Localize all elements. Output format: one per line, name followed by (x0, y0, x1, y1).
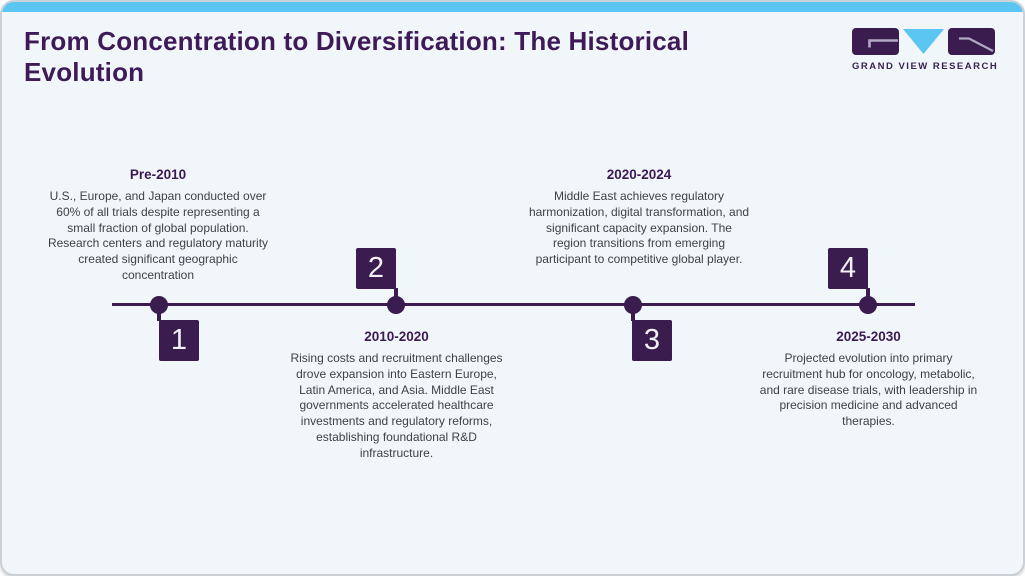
timeline-line (112, 303, 915, 306)
milestone-1-dot (150, 296, 168, 314)
milestone-4-dot (859, 296, 877, 314)
milestone-1-description: U.S., Europe, and Japan conducted over 6… (47, 189, 269, 282)
brand-logo-text: GRAND VIEW RESEARCH (852, 61, 999, 72)
milestone-1-number-badge: 1 (159, 320, 199, 361)
milestone-1-period: Pre-2010 (129, 167, 187, 182)
brand-logo: GRAND VIEW RESEARCH (852, 28, 999, 72)
milestone-3-textblock: 2020-2024 Middle East achieves regulator… (528, 167, 750, 268)
milestone-2-number-badge: 2 (356, 248, 396, 289)
milestone-4-period: 2025-2030 (836, 329, 901, 344)
milestone-2-dot (387, 296, 405, 314)
gvr-logo-icon (852, 28, 995, 55)
top-accent-bar (2, 2, 1023, 12)
milestone-2-period: 2010-2020 (364, 329, 429, 344)
milestone-3-period: 2020-2024 (606, 167, 672, 182)
page-title: From Concentration to Diversification: T… (24, 26, 690, 87)
milestone-4-textblock: 2025-2030 Projected evolution into prima… (754, 329, 983, 430)
milestone-2-description: Rising costs and recruitment challenges … (290, 351, 503, 460)
milestone-1-textblock: Pre-2010 U.S., Europe, and Japan conduct… (47, 167, 269, 284)
milestone-3-description: Middle East achieves regulatory harmoniz… (528, 189, 750, 267)
milestone-4-number-badge: 4 (828, 248, 868, 289)
milestone-2-textblock: 2010-2020 Rising costs and recruitment c… (286, 329, 507, 462)
milestone-3-number-badge: 3 (632, 320, 672, 361)
milestone-4-description: Projected evolution into primary recruit… (759, 351, 978, 429)
milestone-3-dot (624, 296, 642, 314)
